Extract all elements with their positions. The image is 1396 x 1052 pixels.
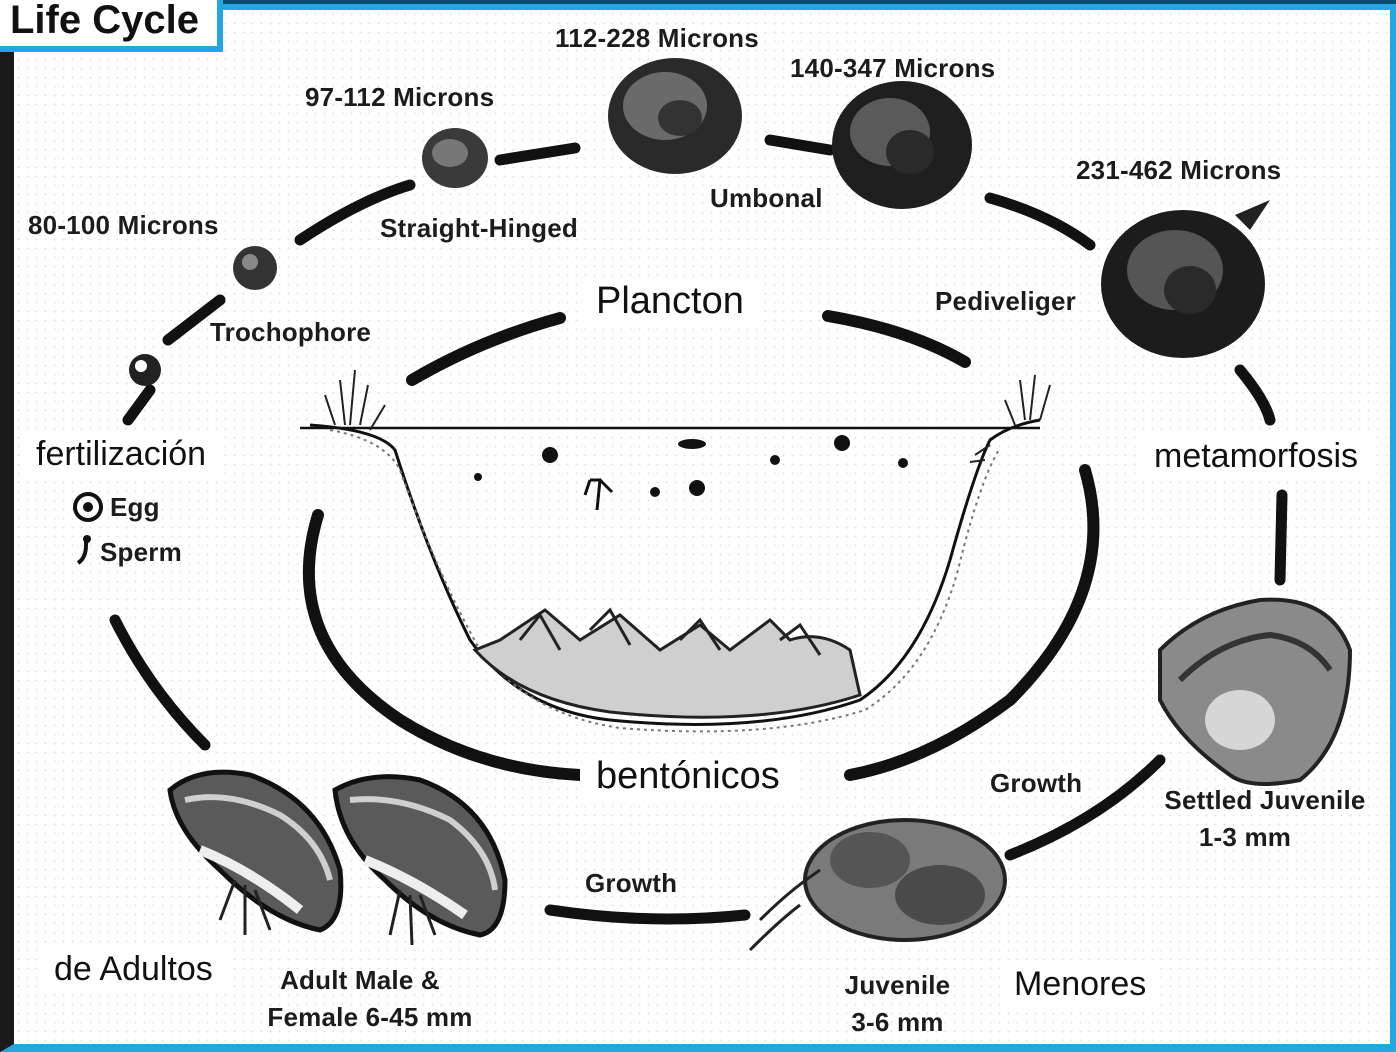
overlay-fertilizacion: fertilización [22, 433, 220, 476]
stage-label-trochophore: Trochophore [210, 317, 371, 348]
overlay-metamorfosis: metamorfosis [1140, 435, 1372, 478]
overlay-bentonicos: bentónicos [580, 753, 796, 800]
stage-label-settled-juvenile: Settled Juvenile [1145, 785, 1385, 816]
stage-label-adult: Adult Male & [245, 965, 475, 996]
size-label-140-347: 140-347 Microns [790, 53, 995, 84]
stage-label-straight-hinged: Straight-Hinged [380, 213, 578, 244]
stage-label-juvenile-size: 3-6 mm [830, 1007, 965, 1038]
size-label-112-228: 112-228 Microns [555, 23, 759, 54]
growth-label-bottom: Growth [585, 868, 677, 899]
overlay-menores: Menores [1000, 963, 1160, 1006]
overlay-plancton: Plancton [580, 278, 760, 325]
stage-label-settled-juvenile-size: 1-3 mm [1145, 822, 1345, 853]
size-label-97-112: 97-112 Microns [305, 82, 494, 113]
sperm-label: Sperm [100, 537, 182, 568]
stage-label-juvenile: Juvenile [830, 970, 965, 1001]
stage-label-adult-size: Female 6-45 mm [245, 1002, 495, 1033]
egg-label: Egg [110, 492, 160, 523]
size-label-80-100: 80-100 Microns [28, 210, 219, 241]
size-label-231-462: 231-462 Microns [1076, 155, 1281, 186]
stage-label-umbonal: Umbonal [710, 183, 823, 214]
diagram-title: Life Cycle [0, 0, 223, 52]
growth-label-right: Growth [990, 768, 1082, 799]
stage-label-pediveliger: Pediveliger [935, 286, 1076, 317]
overlay-adultos: de Adultos [40, 948, 227, 991]
